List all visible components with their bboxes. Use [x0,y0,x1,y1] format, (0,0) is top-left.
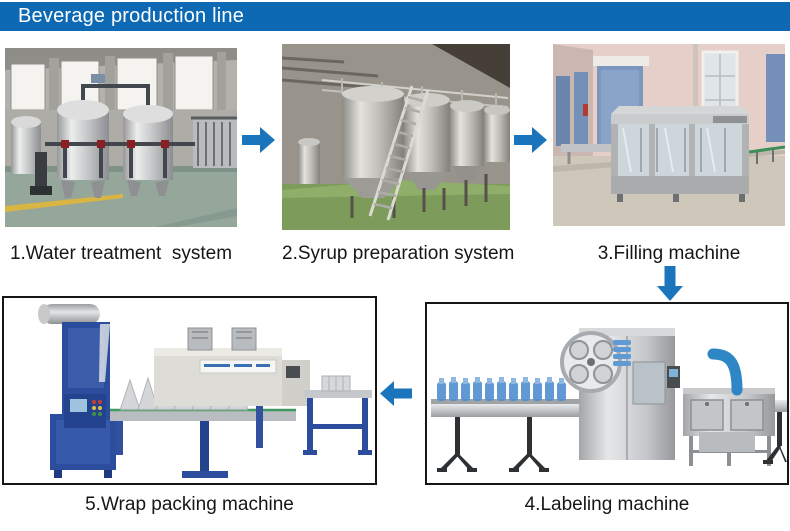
caption-wrap-packing-machine: 5.Wrap packing machine [85,494,294,515]
wrap-packing-illustration [4,298,375,483]
flow-arrow-right-2-icon [514,127,547,153]
caption-filling-machine: 3.Filling machine [597,243,741,264]
photo-syrup-preparation-system [282,44,510,230]
photo-labeling-machine [425,302,789,485]
water-treatment-illustration [5,48,237,227]
flow-arrow-left-icon [380,381,412,406]
caption-water-treatment-system: 1.Water treatment system [9,243,233,264]
flow-arrow-down-icon [657,266,683,301]
photo-wrap-packing-machine [2,296,377,485]
flow-arrow-right-1-icon [242,127,275,153]
filling-machine-illustration [553,44,785,226]
page-title-bar: Beverage production line [0,2,790,31]
labeling-machine-illustration [427,304,787,483]
caption-syrup-preparation-system: 2.Syrup preparation system [282,243,515,264]
syrup-preparation-illustration [282,44,510,230]
photo-water-treatment-system [5,48,237,227]
page-title: Beverage production line [18,5,245,27]
photo-filling-machine [553,44,785,226]
caption-labeling-machine: 4.Labeling machine [524,494,690,515]
